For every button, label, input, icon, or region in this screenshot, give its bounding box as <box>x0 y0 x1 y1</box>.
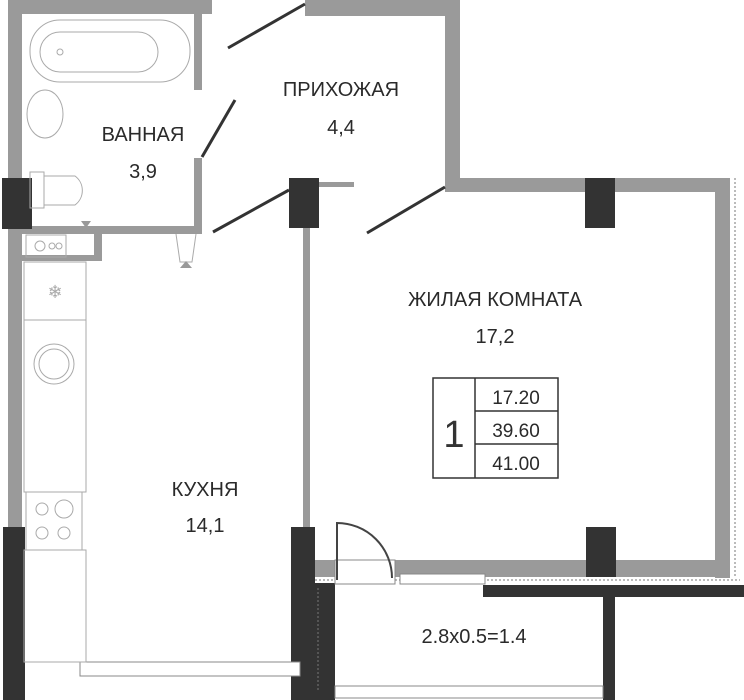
room-area-kitchen: 14,1 <box>186 515 225 537</box>
walls <box>8 0 730 578</box>
area-summary-table <box>432 377 559 479</box>
doors <box>200 2 446 580</box>
fixtures: ❄ <box>23 19 197 663</box>
room-name-kitchen: КУХНЯ <box>172 479 239 501</box>
bathtub <box>29 19 191 83</box>
kitchen-sink <box>25 234 67 258</box>
room-name-living: ЖИЛАЯ КОМНАТА <box>408 289 583 311</box>
room-area-living: 17,2 <box>476 326 515 348</box>
insulation <box>315 178 740 690</box>
total-area-value: 39.60 <box>492 421 540 442</box>
living-area-value: 17.20 <box>492 388 540 409</box>
room-name-hallway: ПРИХОЖАЯ <box>283 79 399 101</box>
toilet <box>29 171 45 209</box>
room-area-bathroom: 3,9 <box>129 161 157 183</box>
rooms-count: 1 <box>443 414 464 456</box>
windows <box>79 559 604 699</box>
pillars <box>2 178 744 700</box>
room-area-hallway: 4,4 <box>327 117 355 139</box>
snowflake-icon: ❄ <box>47 282 62 303</box>
room-name-bathroom: ВАННАЯ <box>102 124 185 146</box>
sink <box>26 89 64 139</box>
stove <box>25 491 83 551</box>
washing-machine <box>33 343 75 385</box>
balcony-area: 2.8x0.5=1.4 <box>421 626 526 648</box>
total-with-balcony-value: 41.00 <box>492 454 540 475</box>
